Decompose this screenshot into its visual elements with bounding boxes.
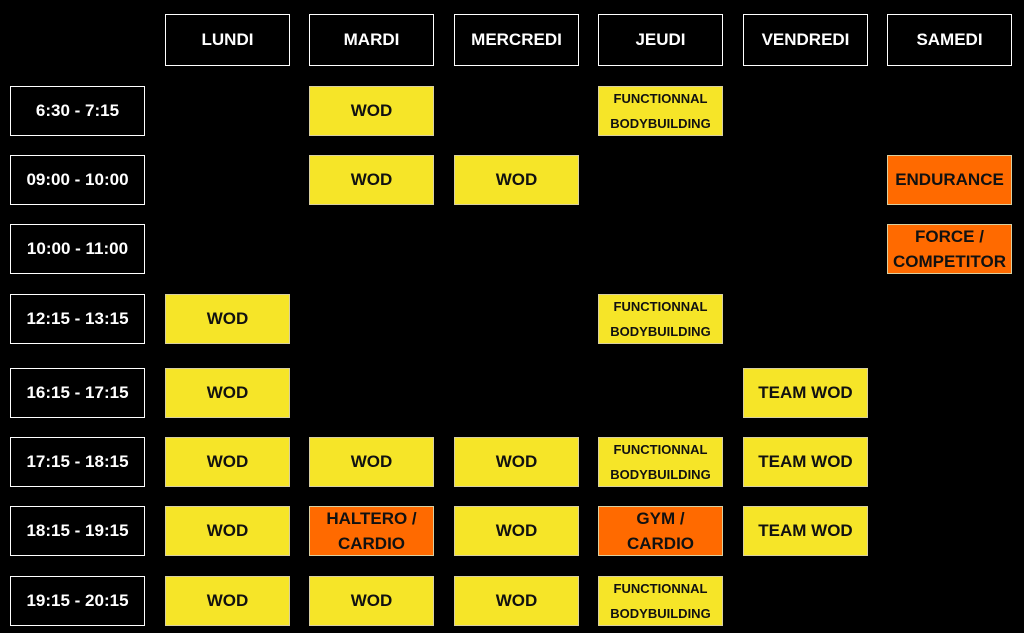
class-block: WOD bbox=[165, 576, 290, 626]
class-label-line: WOD bbox=[495, 451, 538, 471]
class-block: FUNCTIONNAL BODYBUILDING bbox=[598, 576, 723, 626]
class-block: FORCE / COMPETITOR bbox=[887, 224, 1012, 274]
class-label-line: BODYBUILDING bbox=[610, 606, 711, 621]
time-slot: 19:15 - 20:15 bbox=[10, 576, 145, 626]
day-header-vendredi: VENDREDI bbox=[743, 14, 868, 66]
class-label-line: WOD bbox=[495, 169, 538, 189]
class-block: WOD bbox=[454, 437, 579, 487]
time-slot: 16:15 - 17:15 bbox=[10, 368, 145, 418]
day-header-lundi: LUNDI bbox=[165, 14, 290, 66]
class-block: WOD bbox=[165, 294, 290, 344]
class-block: WOD bbox=[454, 506, 579, 556]
day-header-mercredi: MERCREDI bbox=[454, 14, 579, 66]
class-label-line: FUNCTIONNAL bbox=[613, 299, 708, 314]
class-block: ENDURANCE bbox=[887, 155, 1012, 205]
class-label-line: TEAM WOD bbox=[758, 520, 853, 540]
class-label-line: FUNCTIONNAL bbox=[613, 581, 708, 596]
class-label-line: CARDIO bbox=[626, 534, 695, 553]
class-label-line: TEAM WOD bbox=[758, 451, 853, 471]
class-label-line: FUNCTIONNAL bbox=[613, 91, 708, 106]
time-slot: 18:15 - 19:15 bbox=[10, 506, 145, 556]
class-label-line: BODYBUILDING bbox=[610, 116, 711, 131]
day-header-samedi: SAMEDI bbox=[887, 14, 1012, 66]
class-block: WOD bbox=[309, 437, 434, 487]
class-block: WOD bbox=[454, 155, 579, 205]
class-block: WOD bbox=[309, 155, 434, 205]
class-block: WOD bbox=[454, 576, 579, 626]
class-block: WOD bbox=[165, 437, 290, 487]
class-label-line: COMPETITOR bbox=[892, 252, 1007, 271]
class-label-line: TEAM WOD bbox=[758, 382, 853, 402]
class-label-line: WOD bbox=[350, 590, 393, 610]
class-block: GYM / CARDIO bbox=[598, 506, 723, 556]
day-header-jeudi: JEUDI bbox=[598, 14, 723, 66]
class-block: WOD bbox=[165, 368, 290, 418]
class-block: FUNCTIONNAL BODYBUILDING bbox=[598, 294, 723, 344]
class-block: TEAM WOD bbox=[743, 437, 868, 487]
class-block: TEAM WOD bbox=[743, 368, 868, 418]
class-label-line: WOD bbox=[206, 382, 249, 402]
class-label-line: FORCE / bbox=[915, 227, 984, 246]
class-label-line: WOD bbox=[495, 590, 538, 610]
class-block: FUNCTIONNAL BODYBUILDING bbox=[598, 86, 723, 136]
class-label-line: BODYBUILDING bbox=[610, 324, 711, 339]
class-block: WOD bbox=[309, 576, 434, 626]
class-block: TEAM WOD bbox=[743, 506, 868, 556]
class-block: HALTERO / CARDIO bbox=[309, 506, 434, 556]
time-slot: 6:30 - 7:15 bbox=[10, 86, 145, 136]
class-label-line: WOD bbox=[350, 169, 393, 189]
time-slot: 09:00 - 10:00 bbox=[10, 155, 145, 205]
class-block: WOD bbox=[165, 506, 290, 556]
time-slot: 10:00 - 11:00 bbox=[10, 224, 145, 274]
time-slot: 17:15 - 18:15 bbox=[10, 437, 145, 487]
class-label-line: WOD bbox=[206, 308, 249, 328]
day-header-mardi: MARDI bbox=[309, 14, 434, 66]
time-slot: 12:15 - 13:15 bbox=[10, 294, 145, 344]
class-label-line: WOD bbox=[206, 520, 249, 540]
class-label-line: WOD bbox=[495, 520, 538, 540]
class-label-line: WOD bbox=[206, 590, 249, 610]
class-label-line: HALTERO / bbox=[326, 509, 417, 528]
class-label-line: ENDURANCE bbox=[895, 169, 1004, 189]
class-label-line: WOD bbox=[350, 451, 393, 471]
class-label-line: GYM / bbox=[636, 509, 685, 528]
class-label-line: BODYBUILDING bbox=[610, 467, 711, 482]
class-label-line: WOD bbox=[350, 100, 393, 120]
class-label-line: FUNCTIONNAL bbox=[613, 442, 708, 457]
class-label-line: WOD bbox=[206, 451, 249, 471]
class-label-line: CARDIO bbox=[337, 534, 406, 553]
class-block: WOD bbox=[309, 86, 434, 136]
class-block: FUNCTIONNAL BODYBUILDING bbox=[598, 437, 723, 487]
